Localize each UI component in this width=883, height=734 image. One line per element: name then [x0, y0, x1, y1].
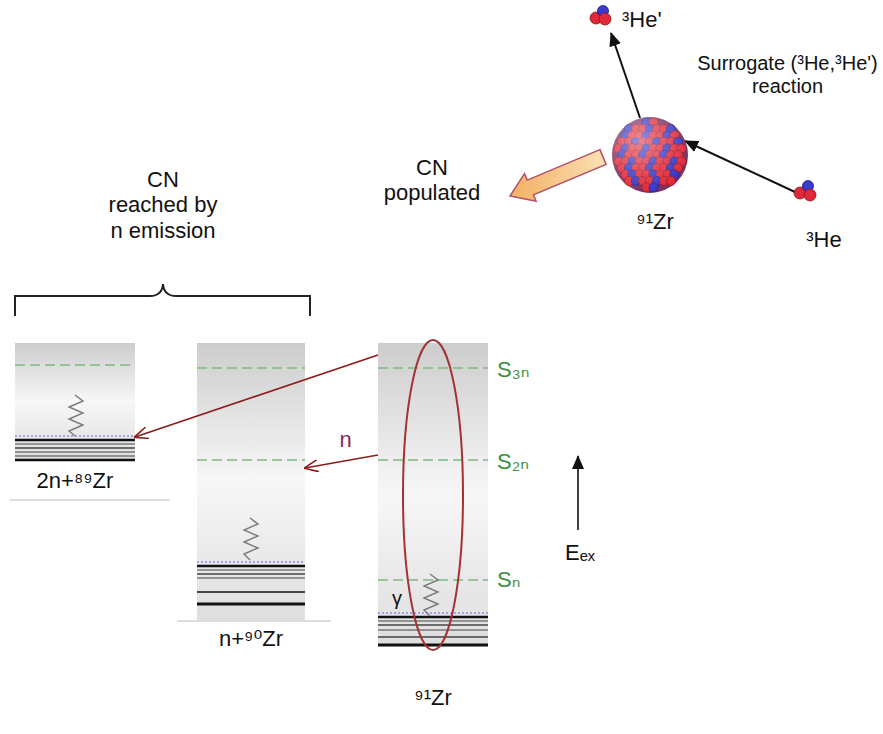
nucleus-label: ⁹¹Zr — [636, 209, 674, 234]
ejectile-label: ³He' — [622, 7, 662, 32]
group-brace — [15, 284, 310, 316]
threshold-line — [197, 459, 305, 461]
gamma-cascades — [69, 395, 438, 616]
connectors — [135, 355, 378, 468]
label-holder: CN reached by n emission — [107, 167, 220, 243]
threshold-line — [15, 364, 135, 366]
nucleus-illustration — [612, 117, 688, 193]
projectile-path — [685, 141, 795, 192]
label-holder: ³He' — [622, 7, 662, 32]
level-line — [15, 456, 135, 457]
label-holder: Eₑₓ — [565, 540, 595, 565]
level-line — [15, 447, 135, 449]
ejectile-particle — [590, 6, 611, 26]
threshold-line — [378, 579, 488, 581]
ejectile-path — [611, 33, 640, 118]
level-line — [378, 630, 488, 631]
level-line — [15, 452, 135, 453]
level-line — [197, 578, 305, 579]
label-holder: S₂ₙ — [497, 449, 529, 474]
neutron-emission-arrow — [135, 355, 378, 437]
nucleus-system-label: 2n+⁸⁹Zr — [15, 468, 135, 493]
level-line — [15, 459, 135, 462]
level-line — [197, 570, 305, 571]
label-holder: Sₙ — [497, 567, 520, 592]
separation-energy-label: S₂ₙ — [497, 449, 529, 474]
separation-energy-label: S₃ₙ — [497, 357, 529, 382]
proton — [599, 13, 611, 25]
level-line — [378, 644, 488, 647]
edge-label-holder: n — [337, 427, 353, 452]
label-holder: CN populated — [376, 155, 488, 206]
particle-label: n — [337, 427, 353, 452]
nucleus-shine — [612, 117, 688, 193]
reaction-title: Surrogate (³He,³He') reaction — [695, 52, 880, 98]
label-holder: S₃ₙ — [497, 357, 529, 382]
threshold-line — [378, 459, 488, 461]
level-line — [378, 616, 488, 619]
label-holder: ⁹¹Zr — [636, 209, 674, 234]
level-lines — [15, 440, 488, 645]
level-line — [15, 439, 135, 442]
level-scheme-panel: ⁹¹Zr — [378, 343, 488, 710]
level-line — [197, 603, 305, 606]
nucleus-system-label: ⁹¹Zr — [378, 685, 488, 710]
panel-fill — [15, 343, 135, 460]
gamma-label: γ — [392, 587, 402, 610]
gamma-squiggle — [424, 574, 438, 616]
neutron-emission-arrow — [305, 455, 378, 468]
label-holder: γ — [392, 587, 402, 610]
level-line — [378, 624, 488, 626]
separation-energy-label: Sₙ — [497, 567, 520, 592]
dotted-level — [197, 561, 305, 563]
excitation-energy-label: Eₑₓ — [565, 540, 595, 565]
level-line — [378, 636, 488, 638]
dotted-levels — [15, 436, 488, 613]
dotted-level — [378, 612, 488, 614]
threshold-line — [378, 367, 488, 369]
level-line — [197, 573, 305, 575]
nucleus-body — [612, 117, 688, 193]
projectile-label: ³He — [806, 227, 841, 252]
level-line — [378, 621, 488, 622]
cn-populated-label: CN populated — [376, 155, 488, 206]
energy-axis-arrow — [577, 456, 579, 530]
nucleus-system-label: n+⁹⁰Zr — [197, 626, 305, 651]
panel-fills — [15, 343, 488, 645]
base-line — [10, 500, 170, 501]
population-ellipse — [403, 340, 463, 650]
level-line — [15, 444, 135, 445]
label-holder: Surrogate (³He,³He') reaction — [695, 52, 880, 98]
panel-fill — [378, 343, 488, 645]
level-line — [197, 591, 305, 593]
level-line — [197, 565, 305, 568]
proton — [804, 189, 816, 201]
base-line — [177, 621, 331, 622]
projectile-particle — [794, 181, 816, 202]
cn-reached-label: CN reached by n emission — [107, 167, 220, 243]
level-scheme-panel: n+⁹⁰Zr — [197, 343, 305, 651]
population-arrow — [510, 150, 606, 202]
threshold-line — [197, 367, 305, 369]
gamma-squiggle — [244, 518, 258, 560]
gamma-squiggle — [69, 395, 83, 436]
label-holder: ³He — [806, 227, 841, 252]
level-scheme-panel: 2n+⁸⁹Zr — [15, 343, 135, 493]
